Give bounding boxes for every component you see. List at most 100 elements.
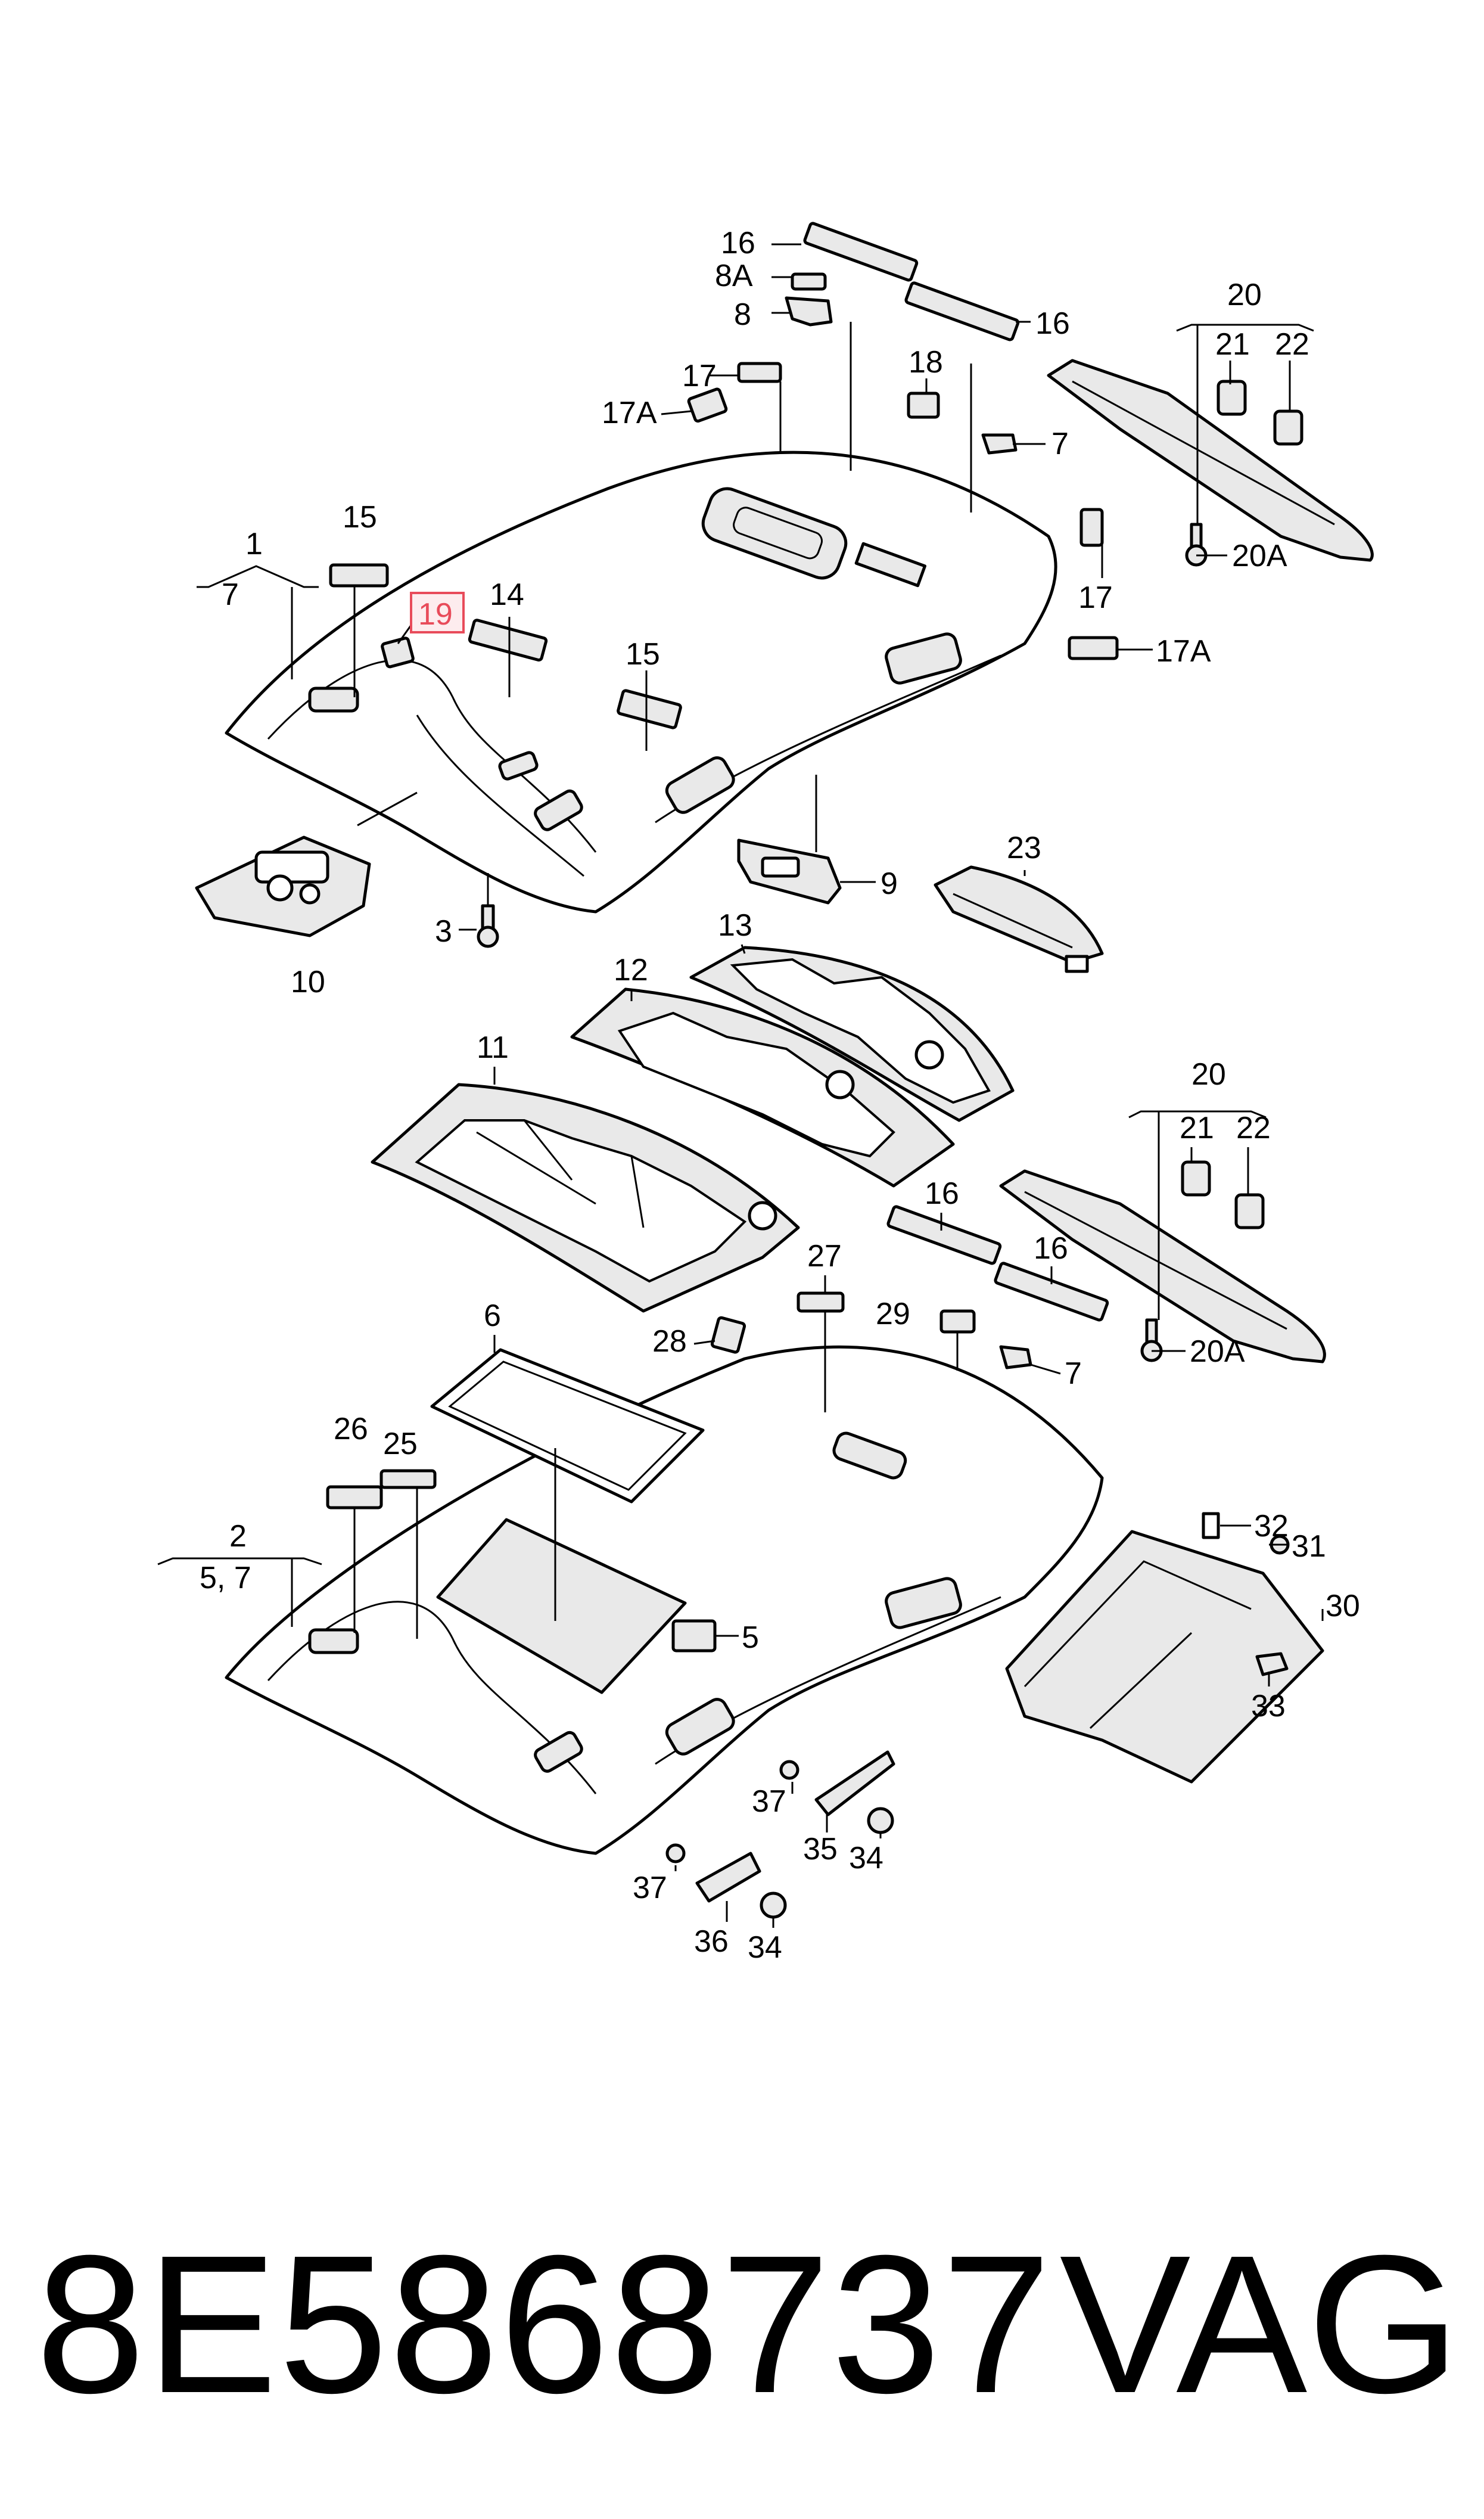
- callout-7: 7: [222, 577, 239, 612]
- callout-17: 17: [682, 359, 717, 393]
- callout-23: 23: [1007, 831, 1041, 865]
- fasteners-34-37: [665, 1750, 895, 1919]
- clip-32: [1202, 1512, 1220, 1539]
- callout-1: 1: [245, 527, 263, 561]
- callout-5: 5: [742, 1620, 759, 1655]
- headliner-upper: [225, 451, 1057, 914]
- callout-34: 34: [748, 1930, 782, 1965]
- callout-29: 29: [876, 1297, 910, 1331]
- callout-21: 21: [1180, 1111, 1214, 1145]
- callout-labels: 1 7 15 19 14 15 16 8A 8 16 17 17A 18 7 1…: [200, 226, 1360, 1965]
- callout-17: 17: [1078, 580, 1113, 615]
- callout-27: 27: [807, 1239, 842, 1274]
- callout-28: 28: [652, 1324, 687, 1359]
- pad-27: [797, 1291, 845, 1313]
- callout-9: 9: [881, 866, 898, 901]
- clip-22b: [1234, 1193, 1265, 1229]
- pad-26: [326, 1485, 383, 1509]
- callout-19: 19: [418, 597, 453, 632]
- screw-3: [477, 904, 499, 948]
- callout-34: 34: [849, 1841, 883, 1875]
- pads-upper: [329, 222, 1119, 729]
- callout-20: 20: [1191, 1057, 1226, 1092]
- screw-37b: [665, 1843, 686, 1863]
- pad-17Aa: [687, 387, 728, 423]
- callout-16: 16: [721, 226, 755, 260]
- pad-14: [468, 619, 548, 662]
- pad-16d: [994, 1262, 1109, 1322]
- pad-16c: [886, 1205, 1002, 1265]
- roof-rail-20-lower: [999, 1160, 1326, 1363]
- nut-34a: [867, 1807, 894, 1834]
- insulation-mat-11: [371, 1083, 800, 1313]
- clip-21a: [1217, 380, 1247, 416]
- callout-30: 30: [1326, 1589, 1360, 1623]
- callout-5-7: 5, 7: [200, 1561, 251, 1595]
- pad-16a: [803, 222, 919, 282]
- pad-17a: [737, 362, 782, 383]
- callout-22: 22: [1236, 1111, 1271, 1145]
- interior-lamp-10: [195, 835, 371, 937]
- pad-17b: [1079, 508, 1104, 547]
- bracket-5: [671, 1619, 717, 1653]
- callout-31: 31: [1292, 1529, 1326, 1564]
- callout-16: 16: [1035, 306, 1070, 341]
- callout-20: 20: [1227, 278, 1262, 312]
- callout-16: 16: [925, 1176, 959, 1211]
- insulation-mat-13: [689, 946, 1015, 1122]
- insulation-mat-12: [570, 987, 955, 1188]
- callout-7: 7: [1051, 427, 1069, 461]
- bracket-35: [814, 1750, 895, 1816]
- clip-8: [785, 296, 833, 327]
- callout-10: 10: [291, 965, 325, 999]
- pad-18: [907, 392, 940, 419]
- callout-13: 13: [718, 908, 752, 943]
- clip-7c: [999, 1345, 1032, 1369]
- pad-16b: [904, 281, 1020, 341]
- callout-22: 22: [1275, 327, 1309, 362]
- callout-32: 32: [1254, 1509, 1289, 1543]
- pad-25: [379, 1469, 437, 1489]
- handle-bracket-9: [737, 838, 842, 905]
- callout-18: 18: [909, 345, 943, 380]
- leader-lines: [157, 243, 1324, 1928]
- callout-14: 14: [490, 577, 524, 612]
- bracket-assembly-30: [1005, 1512, 1324, 1784]
- headliner-lower: [225, 1345, 1104, 1855]
- pads-middle: [710, 1205, 1109, 1369]
- callout-25: 25: [383, 1427, 418, 1461]
- sunroof-seal-6: [430, 1348, 705, 1504]
- footer: 8E5868737 VAG: [0, 2205, 1484, 2443]
- callout-21: 21: [1215, 327, 1250, 362]
- pad-19: [381, 636, 415, 669]
- callout-15: 15: [626, 637, 660, 672]
- brand-name: VAG: [1059, 2214, 1460, 2434]
- callout-11: 11: [477, 1030, 509, 1065]
- callout-15: 15: [343, 500, 377, 535]
- pad-29: [939, 1309, 976, 1334]
- callout-17A: 17A: [1156, 634, 1211, 669]
- exploded-parts-diagram: 1 7 15 19 14 15 16 8A 8 16 17 17A 18 7 1…: [157, 222, 1374, 1965]
- pad-15a: [329, 563, 389, 588]
- bracket-36: [695, 1852, 761, 1903]
- pad-17Ab: [1068, 636, 1119, 660]
- screw-37a: [779, 1760, 799, 1780]
- pads-lower: [326, 1469, 437, 1509]
- callout-8: 8: [734, 297, 751, 332]
- callout-7: 7: [1065, 1356, 1082, 1391]
- callout-2: 2: [229, 1519, 247, 1554]
- brake-light-23: [934, 865, 1104, 973]
- callout-33: 33: [1251, 1689, 1286, 1723]
- part-number: 8E5868737: [36, 2214, 1053, 2434]
- callout-37: 37: [633, 1871, 667, 1905]
- callout-6: 6: [484, 1299, 501, 1333]
- callout-3: 3: [435, 914, 452, 949]
- roof-rail-20-upper: [1047, 359, 1374, 567]
- highlight-box-19: [410, 592, 465, 633]
- pad-28: [710, 1316, 746, 1354]
- callout-26: 26: [334, 1412, 368, 1446]
- callout-17A: 17A: [602, 396, 657, 430]
- callout-20A: 20A: [1190, 1334, 1245, 1369]
- clip-22a: [1273, 409, 1303, 446]
- callout-36: 36: [694, 1924, 729, 1959]
